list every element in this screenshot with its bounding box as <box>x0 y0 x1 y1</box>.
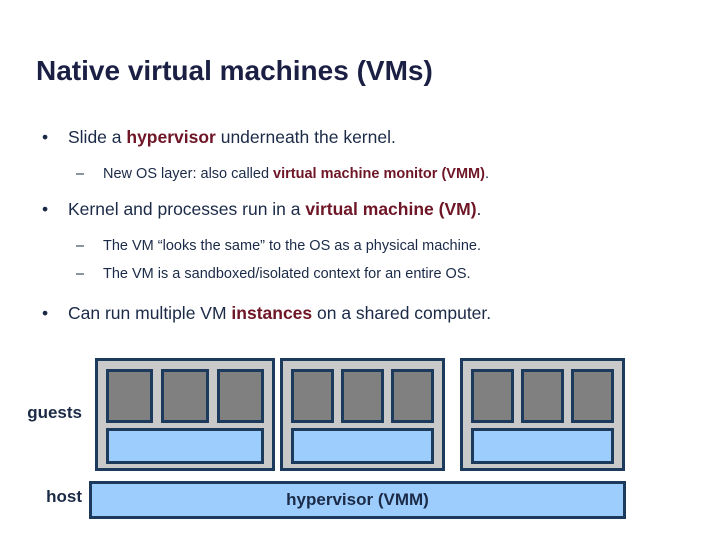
guest-vm-box-2 <box>280 358 445 471</box>
bullet-text-6-part-3: on a shared computer. <box>312 303 492 323</box>
process-box <box>391 369 434 423</box>
bullet-text-3-emphasis: virtual machine (VM) <box>305 199 477 219</box>
bullet-item-4: – The VM “looks the same” to the OS as a… <box>0 236 720 256</box>
guest-kernel-bar <box>291 428 434 464</box>
bullet-item-6: • Can run multiple VM instances on a sha… <box>0 302 720 324</box>
bullet-text-2-part-1: New OS layer: also called <box>103 166 274 182</box>
process-row <box>291 369 434 423</box>
bullet-text-4: The VM “looks the same” to the OS as a p… <box>103 238 481 254</box>
dash-marker-icon: – <box>76 238 85 254</box>
process-box <box>106 369 154 423</box>
guest-vm-box-3 <box>460 358 625 471</box>
guest-kernel-bar <box>471 428 614 464</box>
diagram-label-guests: guests <box>27 403 82 422</box>
bullet-item-3: • Kernel and processes run in a virtual … <box>0 198 720 220</box>
process-row <box>471 369 614 423</box>
hypervisor-bar: hypervisor (VMM) <box>89 481 626 519</box>
bullet-text-1-part-1: Slide a <box>68 127 127 147</box>
process-box <box>341 369 384 423</box>
spacer <box>0 284 720 302</box>
bullet-item-1: • Slide a hypervisor underneath the kern… <box>0 126 720 148</box>
spacer <box>0 256 720 264</box>
bullet-text-6-emphasis: instances <box>231 303 313 323</box>
process-box <box>571 369 614 423</box>
guest-kernel-bar <box>106 428 264 464</box>
spacer <box>0 184 720 198</box>
spacer <box>0 220 720 236</box>
diagram-label-host: host <box>46 487 82 506</box>
bullet-text-5: The VM is a sandboxed/isolated context f… <box>103 266 471 282</box>
bullet-text-3-part-3: . <box>476 199 482 219</box>
bullet-item-2: – New OS layer: also called virtual mach… <box>0 164 720 184</box>
process-row <box>106 369 264 423</box>
dash-marker-icon: – <box>76 266 85 282</box>
process-box <box>216 369 264 423</box>
vm-architecture-diagram: guests host <box>0 355 720 540</box>
bullet-text-1-emphasis: hypervisor <box>126 127 216 147</box>
hypervisor-bar-label: hypervisor (VMM) <box>286 490 429 509</box>
bullet-text-2-emphasis: virtual machine monitor (VMM) <box>273 166 485 182</box>
bullet-text-1-part-3: underneath the kernel. <box>215 127 396 147</box>
bullet-item-5: – The VM is a sandboxed/isolated context… <box>0 264 720 284</box>
bullet-text-2-part-3: . <box>484 166 489 182</box>
spacer <box>0 148 720 164</box>
guest-vm-box-1 <box>95 358 275 471</box>
bullet-text-6-part-1: Can run multiple VM <box>68 303 232 323</box>
process-box <box>291 369 334 423</box>
process-box <box>161 369 209 423</box>
process-box <box>471 369 514 423</box>
bullet-text-3-part-1: Kernel and processes run in a <box>68 199 306 219</box>
page-title: Native virtual machines (VMs) <box>36 55 433 86</box>
process-box <box>521 369 564 423</box>
bullet-marker-icon: • <box>42 127 49 147</box>
bullet-marker-icon: • <box>42 199 49 219</box>
dash-marker-icon: – <box>76 166 85 182</box>
bullet-marker-icon: • <box>42 303 49 323</box>
bullet-list: • Slide a hypervisor underneath the kern… <box>0 126 720 324</box>
